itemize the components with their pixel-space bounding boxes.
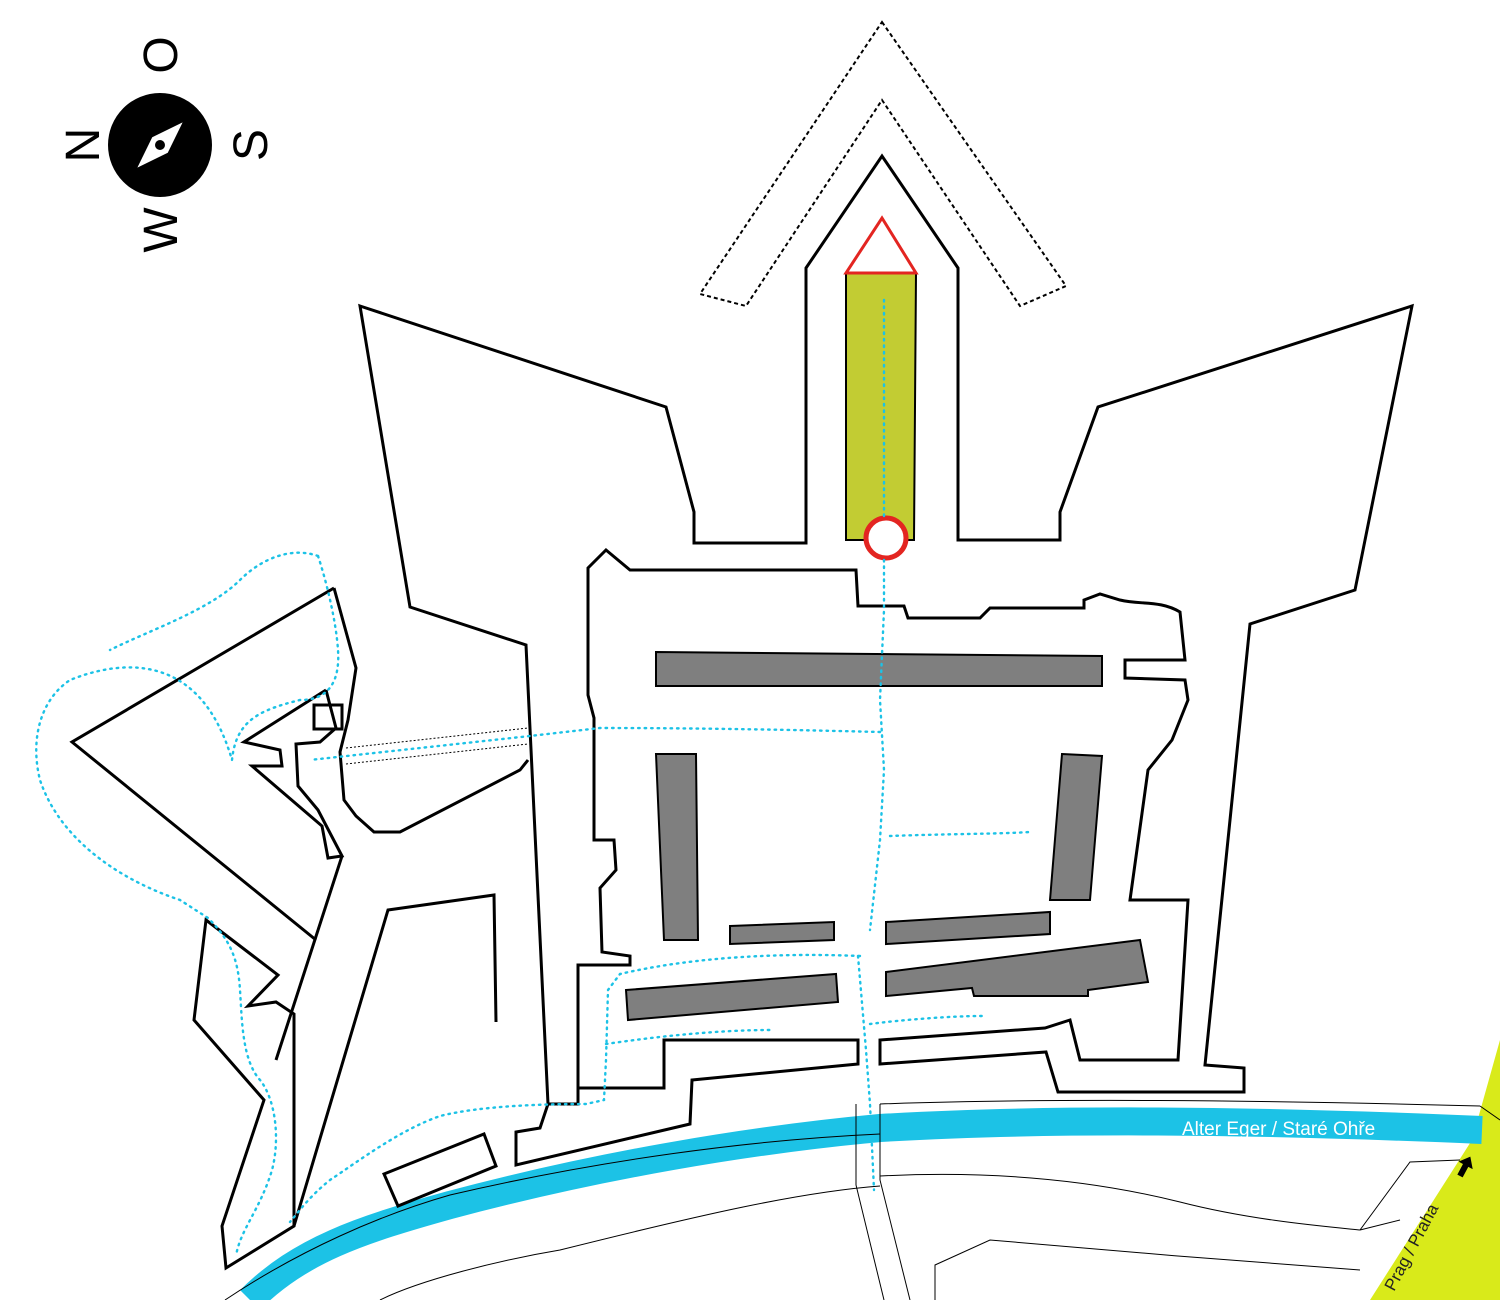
road-band [1370,1040,1500,1300]
fortress-walls [69,153,1414,1271]
outer-wall [358,153,1414,1106]
path-south-branch [856,954,876,1192]
path-main-spine [868,558,886,932]
riverside-building [382,1132,498,1208]
west-lower-wall [274,855,344,1061]
building-east [1048,752,1104,901]
inner-wall-bottom [514,1038,860,1167]
compass-west-label: W [135,207,188,253]
compass-east-label: O [135,36,188,73]
building-small-center [729,920,835,946]
building-north [655,650,1103,687]
path-east-branch [888,830,1032,838]
southwest-wall [192,917,296,1271]
compass-south-label: S [225,129,278,161]
building-center-east [885,910,1051,946]
path-south-loop [288,953,862,1224]
compass-rose: N O S W [57,36,278,252]
buildings [624,650,1150,1022]
river-alter-eger: Alter Eger / Staré Ohře [240,1107,1483,1300]
west-gate-wall [292,893,498,1227]
path-southeast-branch [868,1014,984,1026]
path-cross-west [308,726,882,762]
triangle-marker-icon [843,215,919,275]
walking-paths [35,298,1032,1258]
highlighted-route [843,215,919,561]
river-label: Alter Eger / Staré Ohře [1182,1119,1375,1140]
arrow-right-icon [1457,1156,1473,1178]
west-passage [345,727,529,765]
small-square [312,703,344,731]
path-outer-west [35,554,340,1258]
compass-needle-icon [137,122,183,168]
path-southwest-branch [604,1028,772,1046]
compass-north-label: N [57,128,110,163]
west-bastion-arm [69,586,335,942]
path-outer-north [108,551,320,652]
building-south-east [885,938,1150,998]
building-south-west [624,972,840,1022]
west-bastion [332,587,530,834]
road-prague: Prag / Praha [1370,1040,1500,1300]
river-band [240,1107,1483,1300]
west-bastion-inner [240,688,345,860]
circle-marker-icon [863,515,909,561]
highlight-area [846,273,916,540]
outer-bastion-dashed [698,20,1068,308]
building-west [654,753,700,941]
streets [224,1099,1500,1300]
